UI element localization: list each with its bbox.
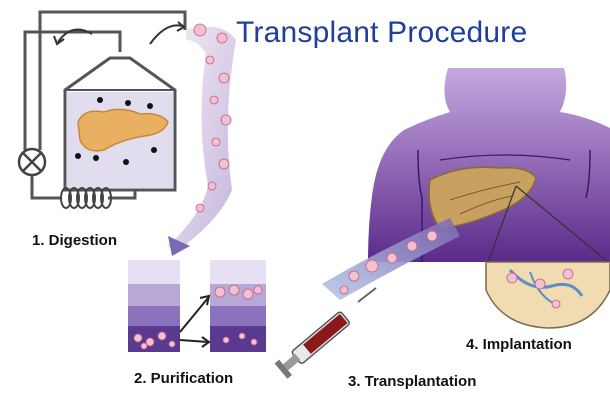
- heating-coil-icon: [61, 188, 111, 208]
- diagram-title: Transplant Procedure: [236, 16, 527, 50]
- step-digestion-label: 1. Digestion: [32, 232, 117, 249]
- purification-tube-right: [210, 260, 266, 352]
- islet-stream: [168, 24, 236, 256]
- separation-arrows: [180, 296, 209, 347]
- syringe-icon: [275, 288, 376, 379]
- pump-icon: [19, 149, 45, 175]
- step-transplantation-label: 3. Transplantation: [348, 373, 476, 390]
- purification-tube-left: [128, 260, 180, 352]
- step-implantation-label: 4. Implantation: [466, 336, 572, 353]
- digestion-apparatus: [19, 12, 185, 208]
- step-purification-label: 2. Purification: [134, 370, 233, 387]
